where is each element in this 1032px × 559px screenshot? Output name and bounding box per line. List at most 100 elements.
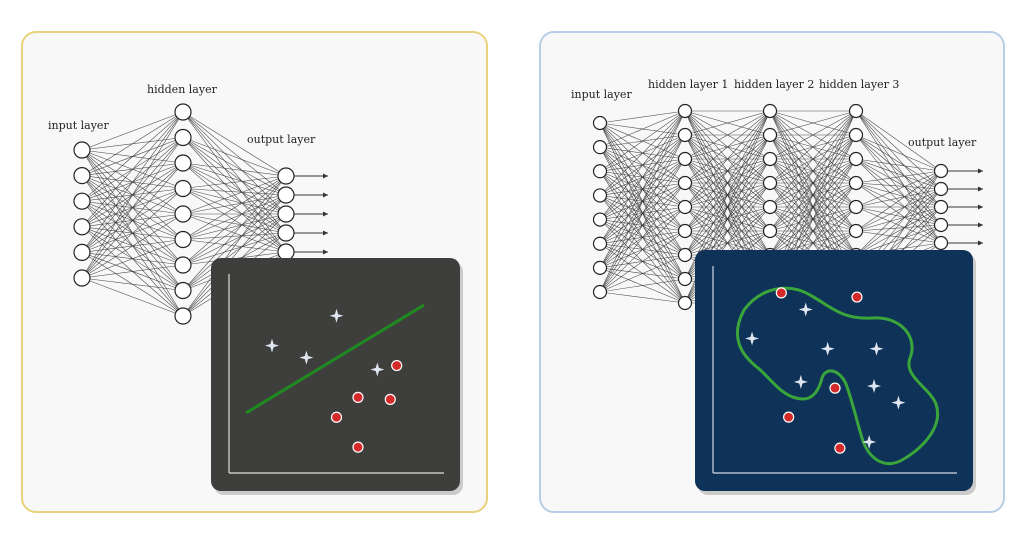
left-connection xyxy=(182,188,287,234)
left-neuron xyxy=(174,154,192,172)
left-class-a-marker xyxy=(265,338,279,353)
right-neuron xyxy=(592,115,608,131)
right-neuron xyxy=(592,260,608,275)
right-connection xyxy=(855,170,942,208)
left-connection xyxy=(81,111,184,253)
linear-classification-plot xyxy=(211,258,463,495)
left-class-b-marker xyxy=(391,359,403,372)
right-output-layer-label: output layer xyxy=(908,136,977,149)
right-neuron xyxy=(933,235,949,251)
right-neuron xyxy=(848,151,864,167)
left-connection xyxy=(81,137,184,279)
left-class-b-marker xyxy=(384,393,396,405)
right-connection xyxy=(855,134,942,208)
right-neuron xyxy=(933,163,949,179)
right-output-arrow-head xyxy=(978,204,983,210)
right-connection xyxy=(855,206,942,226)
right-connection xyxy=(684,110,771,136)
left-output-layer-label: output layer xyxy=(247,133,316,146)
right-connection xyxy=(855,206,942,232)
left-connection xyxy=(182,175,287,266)
left-class-a-marker xyxy=(370,362,385,377)
left-connection xyxy=(182,175,287,240)
right-neuron xyxy=(762,127,778,143)
right-neuron xyxy=(592,140,608,155)
right-neuron xyxy=(592,236,608,251)
right-neuron xyxy=(848,175,864,191)
left-connection xyxy=(81,277,184,291)
left-connection xyxy=(182,194,287,240)
left-neuron xyxy=(174,205,192,223)
left-neuron xyxy=(174,256,192,274)
left-connection xyxy=(81,111,184,202)
right-neuron xyxy=(592,188,608,203)
left-connection xyxy=(182,213,287,291)
left-neuron xyxy=(174,103,192,121)
right-neuron xyxy=(592,164,608,179)
nonlinear-classification-plot xyxy=(695,250,976,495)
left-connection xyxy=(182,194,287,266)
right-neuron xyxy=(677,103,693,119)
left-connection xyxy=(81,111,184,279)
right-neuron xyxy=(677,247,693,263)
left-decision-boundary xyxy=(245,303,425,415)
right-connection xyxy=(599,110,686,148)
left-connection xyxy=(182,232,287,240)
right-connection xyxy=(855,188,942,232)
right-connection xyxy=(855,182,942,208)
left-inset-background xyxy=(211,258,460,491)
left-neuron xyxy=(277,205,295,223)
left-neuron xyxy=(73,141,91,159)
left-connection xyxy=(81,111,184,227)
left-neuron xyxy=(174,307,192,325)
left-neuron xyxy=(277,243,295,261)
right-neuron xyxy=(677,151,693,167)
right-connection xyxy=(855,170,942,256)
left-connection xyxy=(81,264,184,279)
right-connection xyxy=(599,110,686,124)
right-connection xyxy=(599,158,686,293)
left-neuron xyxy=(174,230,192,249)
right-neuron xyxy=(762,151,778,167)
right-connection xyxy=(855,158,942,190)
right-neuron xyxy=(677,175,693,191)
right-neuron xyxy=(762,103,778,119)
left-output-arrow-head xyxy=(323,173,328,179)
right-connection xyxy=(855,110,942,226)
left-connection xyxy=(182,232,287,266)
left-neuron xyxy=(174,179,192,198)
right-connection xyxy=(855,188,942,256)
left-class-a-marker xyxy=(329,308,344,323)
left-connection xyxy=(182,111,287,215)
right-neuron xyxy=(677,127,693,143)
left-neuron xyxy=(174,281,192,300)
shallow-network xyxy=(73,103,328,325)
right-connection xyxy=(855,158,942,172)
right-connection xyxy=(855,206,942,256)
right-connection xyxy=(599,110,686,172)
right-connection xyxy=(769,110,857,136)
right-neuron xyxy=(848,199,864,215)
left-connection xyxy=(182,194,287,291)
left-connection xyxy=(81,239,184,279)
right-class-b-marker xyxy=(775,287,787,299)
right-connection xyxy=(769,110,857,160)
right-class-a-marker xyxy=(891,395,906,410)
left-connection xyxy=(182,194,287,215)
right-neuron xyxy=(848,127,864,143)
right-class-b-marker xyxy=(829,382,841,394)
right-connection xyxy=(855,110,942,172)
right-neuron xyxy=(592,284,608,300)
right-neuron xyxy=(762,175,778,191)
right-connection xyxy=(599,206,686,293)
right-class-a-marker xyxy=(745,331,760,346)
left-neuron xyxy=(277,167,295,185)
left-neuron xyxy=(277,186,295,204)
right-connection xyxy=(855,158,942,208)
left-output-arrow-head xyxy=(323,249,328,255)
left-connection xyxy=(182,137,287,215)
right-class-a-marker xyxy=(867,379,882,394)
left-class-b-marker xyxy=(330,411,343,423)
right-connection xyxy=(599,134,686,293)
left-connection xyxy=(182,213,287,240)
